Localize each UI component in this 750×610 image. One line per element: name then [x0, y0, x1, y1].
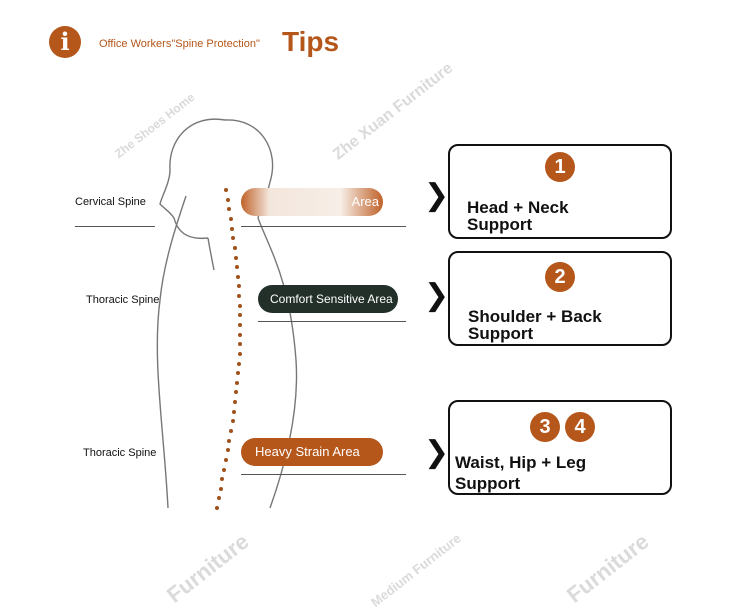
spine-dot [234, 265, 239, 270]
spine-dot [227, 207, 232, 212]
watermark: Medium Furniture [368, 530, 464, 610]
spine-dot [235, 274, 240, 279]
chevron-right-icon: ❯ [424, 435, 450, 470]
spine-dot [236, 284, 241, 289]
spine-dot [238, 322, 243, 327]
spine-dot [222, 467, 227, 472]
spine-dot [238, 313, 243, 318]
area-pill: Area [241, 188, 383, 216]
number-badge: 3 [530, 412, 560, 442]
spine-dot [237, 294, 242, 298]
info-icon: i [49, 26, 81, 58]
spine-dot [229, 428, 233, 433]
spine-dot [231, 409, 236, 414]
heavy-strain-area-pill: Heavy Strain Area [241, 438, 383, 466]
spine-dot [237, 351, 242, 356]
area-label: Comfort Sensitive Area [270, 292, 393, 306]
spine-dot [234, 390, 239, 395]
spine-dot [216, 496, 221, 501]
divider [241, 474, 406, 475]
spine-dot [233, 400, 238, 404]
comfort-sensitive-area-pill: Comfort Sensitive Area [258, 285, 398, 313]
number-badge: 4 [565, 412, 595, 442]
spine-dot [238, 332, 243, 337]
spine-dot [230, 226, 234, 231]
support-card-shoulder-back: 2 Shoulder + Back Support [448, 251, 672, 346]
label-thoracic-spine: Thoracic Spine [86, 294, 160, 306]
divider [75, 226, 155, 227]
spine-dot [218, 486, 223, 491]
spine-dot [225, 197, 230, 202]
label-cervical-spine: Cervical Spine [75, 196, 146, 208]
chevron-right-icon: ❯ [424, 278, 450, 313]
spine-dot [233, 255, 238, 260]
support-card-waist-hip-leg: 3 4 Waist, Hip + Leg Support [448, 400, 672, 495]
spine-dot [227, 438, 232, 443]
watermark: Furniture [562, 528, 654, 608]
subtitle: Office Workers"Spine Protection" [99, 38, 260, 50]
number-badge: 1 [545, 152, 575, 182]
spine-dot [225, 448, 230, 453]
human-silhouette [156, 118, 298, 509]
number-badge: 2 [545, 262, 575, 292]
spine-dot [228, 216, 233, 221]
spine-dot [237, 361, 241, 366]
divider [241, 226, 406, 227]
support-text: Waist, Hip + Leg [455, 453, 587, 472]
spine-dot [231, 236, 236, 241]
spine-dot [230, 419, 235, 424]
chevron-right-icon: ❯ [424, 178, 450, 213]
support-text: Shoulder + Back [468, 307, 602, 326]
spine-dot [238, 342, 242, 347]
label-thoracic-spine: Thoracic Spine [83, 447, 157, 459]
spine-dot [235, 380, 240, 385]
spine-dot [236, 371, 241, 376]
support-text: Support [467, 215, 533, 234]
support-text: Head + Neck [467, 198, 569, 217]
support-text: Support [455, 474, 521, 493]
spine-dot [220, 477, 225, 482]
support-text: Support [468, 324, 534, 343]
area-label: Area [351, 194, 379, 209]
spine-dot [232, 245, 237, 250]
spine-dot [215, 506, 220, 510]
support-card-head-neck: 1 Head + Neck Support [448, 144, 672, 239]
spine-dot [237, 303, 242, 308]
spine-dot [223, 457, 228, 462]
area-label: Heavy Strain Area [255, 444, 360, 459]
page-title: Tips [282, 26, 340, 57]
watermark: Furniture [162, 528, 254, 608]
divider [258, 321, 406, 322]
spine-dot [224, 188, 228, 192]
